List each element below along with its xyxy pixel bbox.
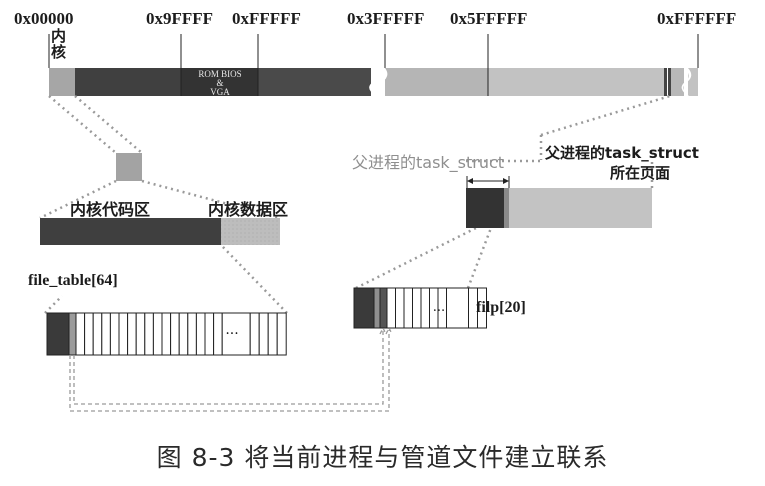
filp-cell [373,287,381,329]
connection-inner [73,330,384,405]
file-table-cell [127,312,137,356]
file-table-cell [135,312,146,356]
file-table-cell [249,312,260,356]
figure-caption: 图 8-3 将当前进程与管道文件建立联系 [156,443,609,472]
address-label-2: 0xFFFFF [232,9,301,28]
file-table-cell [187,312,197,356]
file-table-cell [195,312,206,356]
filp-ellipsis: ... [432,300,446,315]
filp-label: filp[20] [476,299,526,316]
kernel-data-area [221,218,280,245]
file-table-cell [84,312,94,356]
guide-filp-left [355,226,477,290]
rom-bios-label: ROM BIOS & VGA [190,70,250,97]
connection-outer [69,330,390,412]
file-table-cell [178,312,189,356]
guide-ftable-left [44,295,63,314]
file-table-cell [118,312,129,356]
filp-cell [420,287,430,329]
buffer-segment [385,68,488,96]
rom-bios-vga-segment [181,68,258,96]
file-table-cell [258,312,269,356]
main-mem-segment [258,68,371,96]
guide-kernel-right [74,95,143,154]
file-table-cell [68,312,77,356]
task-page-label-line1: 父进程的task_struct [545,144,699,162]
break-mark-2 [681,68,692,96]
file-table-cell [101,312,111,356]
task-struct-block [466,188,504,228]
task-dim-arrow-right [503,178,509,184]
address-label-4: 0x5FFFFF [450,9,528,28]
task-page-rest [509,188,652,228]
file-table-cell [170,312,180,356]
kernel-label: 内核 [51,27,67,61]
guide-task-left [540,94,671,137]
connection-arrow-inner [379,326,387,335]
file-table-cell [75,312,86,356]
file-table-cell [92,312,103,356]
guide-zoom-left [39,179,117,220]
file-table-label: file_table[64] [28,272,118,289]
kernel-detail-bar [40,218,280,245]
file-table-cell [267,312,278,356]
file-table-cell [46,312,70,356]
break-mark-1 [369,68,388,96]
filp-cell [477,287,487,329]
file-table-array [46,312,287,356]
filp-cell [403,287,413,329]
low-mem-segment [75,68,181,96]
task-dim-arrow-left [467,178,473,184]
file-table-cell [204,312,215,356]
rom-bios-line2: & [216,78,224,88]
task-page [466,176,652,228]
address-label-0: 0x00000 [14,9,74,28]
pipe-connections [69,326,393,412]
filp-cell [395,287,405,329]
task-struct-label: 父进程的task_struct [352,153,505,172]
file-table-cell [109,312,120,356]
filp-cell [446,287,469,329]
ramdisk-segment [488,68,664,96]
kernel-code-label: 内核代码区 [70,200,151,219]
address-label-3: 0x3FFFFF [347,9,425,28]
filp-cell [386,287,396,329]
kernel-zoom-square [116,153,142,181]
guide-kernel-left [48,95,117,154]
file-table-cell [276,312,287,356]
task-page-label-line2: 所在页面 [610,164,671,182]
address-label-1: 0x9FFFF [146,9,214,28]
end-marker-2 [668,68,671,96]
kernel-data-label: 内核数据区 [208,200,289,219]
tail-end-segment [688,68,698,96]
kernel-code-area [40,218,221,245]
end-marker-1 [664,68,667,96]
filp-array [353,287,487,329]
file-table-cell [144,312,154,356]
tail-segment [671,68,684,96]
file-table-cell [161,312,172,356]
filp-cell [412,287,422,329]
dotted-guides [39,94,671,314]
rom-bios-line1: ROM BIOS [198,69,242,79]
file-table-cell [221,312,251,356]
filp-cell [353,287,375,329]
memory-bar [48,34,699,96]
file-table-ellipsis: ... [225,322,239,338]
task-struct-stripe [504,188,509,228]
guide-ftable-right [221,245,288,314]
connection-arrow-outer [385,326,393,335]
kernel-segment [49,68,75,96]
guide-filp-right [466,227,493,289]
file-table-cell [213,312,223,356]
address-label-5: 0xFFFFFF [657,9,737,28]
file-table-cell [152,312,163,356]
filp-cell [379,287,388,329]
rom-bios-line3: VGA [210,87,230,97]
